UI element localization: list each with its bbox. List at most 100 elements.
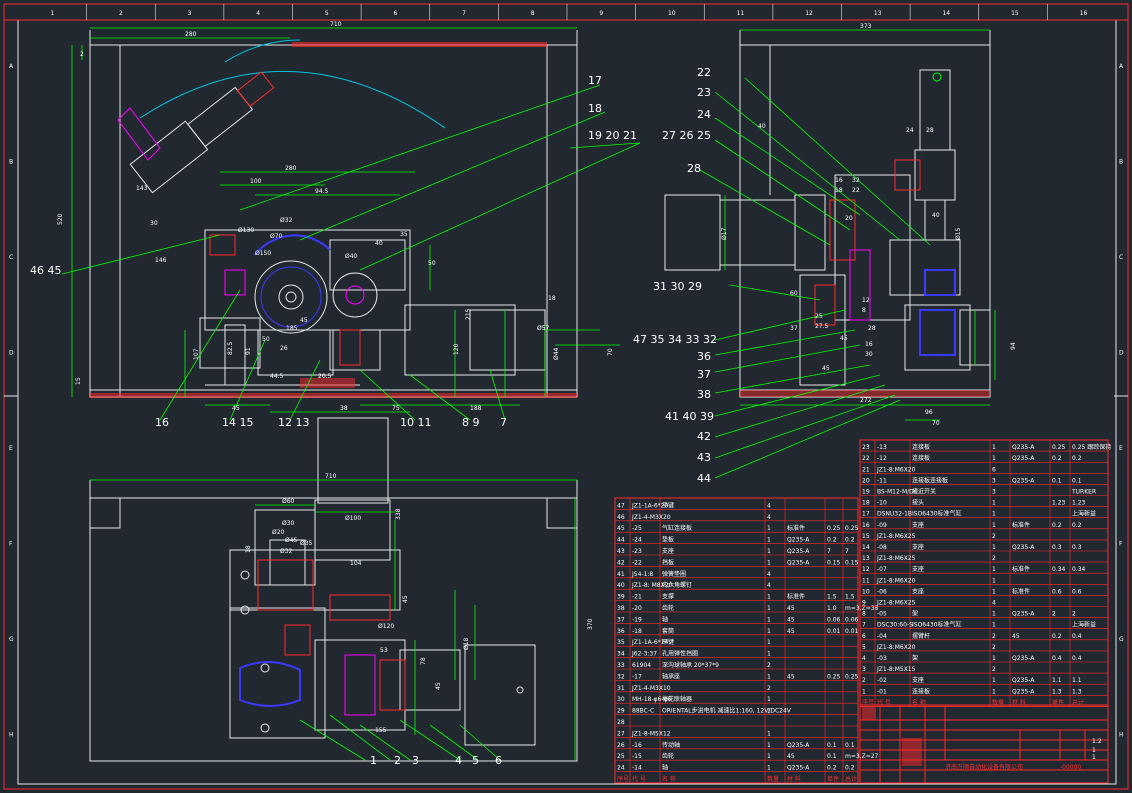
dim-front-45: 45 <box>300 317 308 324</box>
bom-cell-name: 内六角螺钉 <box>662 581 692 589</box>
dim-side-32: 32 <box>852 177 860 184</box>
bom-cell-qty: 1 <box>767 708 771 715</box>
bom-cell-note: 1.5 <box>845 594 855 601</box>
bom-cell-mat: Q235-A <box>1012 477 1035 484</box>
callout-top-6: 6 <box>495 754 502 767</box>
bom-cell-name: 支座 <box>912 676 924 684</box>
dim-top-53: 53 <box>380 647 388 654</box>
bom-cell-no: 27 <box>617 730 625 737</box>
bom-cell-code: -21 <box>632 594 642 601</box>
bom-cell-no: 3 <box>862 666 866 673</box>
bom-cell-note: 7 <box>845 548 849 555</box>
bom-cell-note: 0.25 <box>845 525 859 532</box>
callout-side-27-26-25: 27 26 25 <box>662 129 711 142</box>
bom-cell-mat: 标准件 <box>1012 521 1030 529</box>
row-letter-left: B <box>9 158 13 165</box>
bom-cell-no: 42 <box>617 559 625 566</box>
bom-cell-qty: 1 <box>767 594 771 601</box>
callout-side-28: 28 <box>687 162 701 175</box>
bom-cell-no: 30 <box>617 696 625 703</box>
bom-cell-code: DSC30:60-S <box>877 622 913 629</box>
callout-side-44: 44 <box>697 472 711 485</box>
bom-cell-no: 24 <box>617 765 625 772</box>
drawing-number: -00000 <box>1060 764 1081 771</box>
bom-cell-w: 2 <box>1052 611 1056 618</box>
bom-cell-name: ORIENTAL步进电机 减速比1:160, 12V/DC24V <box>662 707 792 715</box>
bom-cell-name: 传动轴 <box>662 741 680 749</box>
bom-cell-qty: 1 <box>992 655 996 662</box>
dim-top-d100: Ø100 <box>345 515 361 522</box>
dim-side-272: 272 <box>860 397 872 404</box>
bom-cell-w: 0.2 <box>827 537 837 544</box>
dim-front-30: 30 <box>150 220 158 227</box>
bom-cell-name: ISO6430标准气缸 <box>912 510 962 518</box>
bom-cell-code: JZ1-8:M6X25 <box>876 533 916 540</box>
bom-cell-code: -16 <box>632 742 642 749</box>
bom-cell-w: 0.25 <box>1052 444 1066 451</box>
bom-cell-mat: Q235-A <box>1012 688 1035 695</box>
bom-cell-mat: 标准件 <box>1012 565 1030 573</box>
dim-front-38: 38 <box>340 405 348 412</box>
column-number: 13 <box>874 10 882 17</box>
column-number: 9 <box>599 10 603 17</box>
bom-cell-qty: 1 <box>992 622 996 629</box>
bom-cell-qty: 2 <box>992 555 996 562</box>
dim-front-d130: Ø130 <box>238 227 254 234</box>
bom-cell-qty: 4 <box>767 582 771 589</box>
bom-cell-no: 28 <box>617 719 625 726</box>
top-view: 710 Ø100 338 Ø60 Ø30 104 Ø20 Ø35 Ø45 18 … <box>89 417 594 767</box>
column-number: 15 <box>1011 10 1019 17</box>
bom-cell-w: 1.23 <box>1052 500 1066 507</box>
bom-cell-name: 支座 <box>912 543 924 551</box>
column-number: 10 <box>668 10 676 17</box>
bom-cell-code: J54-1:8 <box>631 571 653 578</box>
bom-cell-no: 5 <box>862 644 866 651</box>
bom-cell-qty: 2 <box>992 633 996 640</box>
dim-side-94: 94 <box>1010 342 1017 350</box>
bom-cell-qty: 1 <box>767 628 771 635</box>
bom-cell-qty: 1 <box>767 742 771 749</box>
bom-cell-code: JZ1-8-M5X12 <box>631 730 671 737</box>
bom-cell-no: 9 <box>862 600 866 607</box>
bom-cell-qty: 4 <box>767 514 771 521</box>
bom-cell-qty: 1 <box>992 444 996 451</box>
dim-top-155: 155 <box>375 727 387 734</box>
bom-cell-no: 7 <box>862 622 866 629</box>
bom-cell-no: 13 <box>862 555 870 562</box>
dim-side-28: 28 <box>926 127 934 134</box>
bom-cell-no: 2 <box>862 677 866 684</box>
bom-cell-note: 0.2 <box>845 537 855 544</box>
bom-cell-qty: 1 <box>992 544 996 551</box>
bom-cell-code: -02 <box>877 677 887 684</box>
bom-cell-qty: 2 <box>992 666 996 673</box>
bom-cell-no: 16 <box>862 522 870 529</box>
dim-top-45: 45 <box>402 595 409 603</box>
bom-cell-w: 0.2 <box>1052 455 1062 462</box>
dim-side-22: 22 <box>852 187 860 194</box>
callout-side-24: 24 <box>697 108 711 121</box>
bom-cell-no: 32 <box>617 673 625 680</box>
bom-cell-code: BS-M12-M/DC <box>877 489 918 496</box>
dim-top-d18: Ø18 <box>463 637 470 650</box>
bom-header-cell: 总计 <box>845 775 857 783</box>
bom-cell-name: 气缸连接板 <box>662 524 692 532</box>
bom-cell-no: 6 <box>862 633 866 640</box>
dim-side-24: 24 <box>906 127 914 134</box>
bom-cell-note: 0.4 <box>1072 655 1082 662</box>
bom-cell-w: 0.4 <box>1052 655 1062 662</box>
scale-value: 1:2 <box>1092 738 1102 745</box>
bom-cell-code: JZ1-8:M6X20 <box>876 644 916 651</box>
dim-side-40: 40 <box>758 123 766 130</box>
bom-cell-no: 14 <box>862 544 870 551</box>
bom-cell-code: -12 <box>877 455 887 462</box>
column-number: 12 <box>805 10 813 17</box>
bom-cell-code: JZ1-8:M5X15 <box>876 666 916 673</box>
bom-cell-name: 深沟球轴承 20*37*9 <box>662 661 719 669</box>
row-letter-left: E <box>9 445 13 452</box>
dim-top-d20: Ø20 <box>272 529 285 536</box>
bom-cell-code: -01 <box>877 688 887 695</box>
dim-front-overall-width: 710 <box>330 21 342 28</box>
bom-cell-note: m=3,Z=27 <box>845 753 879 760</box>
